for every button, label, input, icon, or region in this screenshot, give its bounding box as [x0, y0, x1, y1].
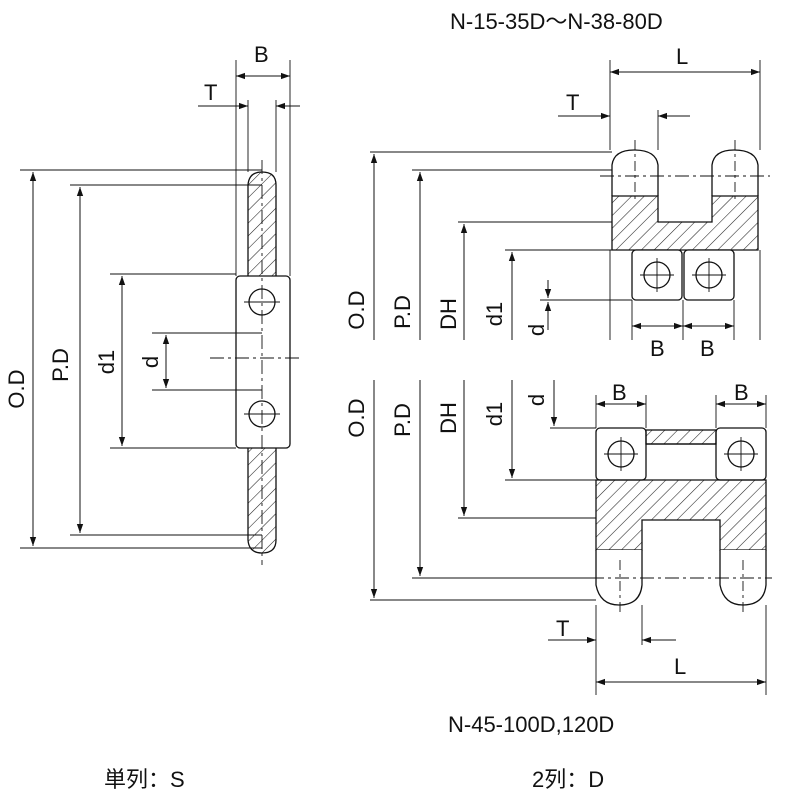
top-b-label-left: B: [650, 336, 665, 361]
bottom-l-label: L: [674, 654, 686, 679]
bottom-b-label-right: B: [734, 380, 749, 405]
single-b-label: B: [254, 42, 269, 67]
double-small-tooth-right: [711, 149, 759, 196]
single-sprocket-view: [20, 60, 300, 565]
single-hub: [235, 275, 291, 449]
single-d-label: d: [138, 356, 163, 368]
double-small-view: [370, 60, 770, 340]
double-large-view: [370, 380, 772, 695]
double-small-body: [611, 195, 759, 251]
bottom-t-label: T: [556, 616, 569, 641]
double-large-connector: [645, 429, 717, 445]
single-d1-label: d1: [94, 350, 119, 374]
bottom-b-label-left: B: [612, 380, 627, 405]
single-t-label: T: [204, 80, 217, 105]
top-t-label: T: [566, 90, 579, 115]
top-d1-label: d1: [482, 302, 507, 326]
double-small-tooth-left: [611, 149, 659, 196]
top-l-label: L: [676, 44, 688, 69]
double-large-body: [595, 479, 767, 551]
top-dh-label: DH: [436, 298, 461, 330]
caption-single: 単列：S: [104, 767, 185, 792]
bottom-d1-label: d1: [482, 402, 507, 426]
bottom-od-label: O.D: [344, 398, 369, 437]
bottom-pd-label: P.D: [390, 403, 415, 437]
top-od-label: O.D: [344, 290, 369, 329]
double-large-tooth-left: [595, 550, 643, 606]
single-pd-label: P.D: [48, 348, 73, 382]
top-d-label: d: [524, 324, 549, 336]
title-top-right: N-15-35D～N-38-80D: [450, 9, 663, 34]
single-od-label: O.D: [4, 369, 29, 408]
bottom-dh-label: DH: [436, 402, 461, 434]
bottom-d-label: d: [524, 394, 549, 406]
title-bottom-right: N-45-100D,120D: [448, 712, 615, 737]
caption-double: 2列：D: [532, 767, 605, 792]
top-pd-label: P.D: [390, 295, 415, 329]
top-b-label-right: B: [700, 336, 715, 361]
